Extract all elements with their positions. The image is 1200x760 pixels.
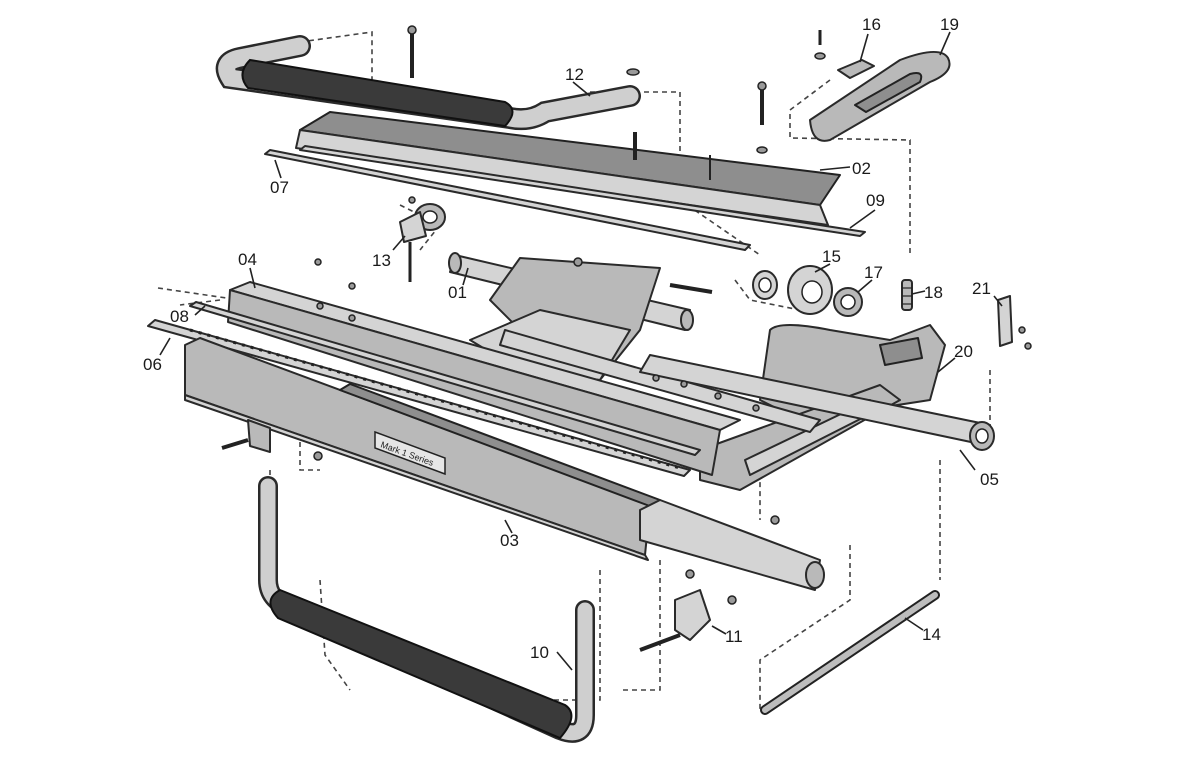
callout-21: 21 — [972, 279, 991, 298]
callout-10: 10 — [530, 643, 549, 662]
part-12-top-handle — [215, 35, 641, 131]
callout-19: 19 — [940, 15, 959, 34]
part-17-ring — [833, 287, 863, 317]
part-06-rack-strip — [147, 319, 691, 477]
callout-08: 08 — [170, 307, 189, 326]
callout-14: 14 — [922, 625, 941, 644]
callout-03: 03 — [500, 531, 519, 550]
part-08-strip — [189, 301, 701, 456]
callout-15: 15 — [822, 247, 841, 266]
callout-09: 09 — [866, 191, 885, 210]
part-14-rod — [760, 590, 940, 715]
callout-20: 20 — [954, 342, 973, 361]
part-18-spring — [901, 279, 913, 311]
callout-11: 11 — [725, 627, 743, 646]
part-13-clamp — [399, 196, 446, 282]
callout-05: 05 — [980, 470, 999, 489]
part-15-bushing — [752, 265, 833, 315]
callout-06: 06 — [143, 355, 162, 374]
assembly-guide-lines — [157, 31, 991, 710]
callout-04: 04 — [238, 250, 257, 269]
part-20-side-rail — [639, 499, 825, 591]
callout-07: 07 — [270, 178, 289, 197]
callout-16: 16 — [862, 15, 881, 34]
part-03-front-channel — [184, 337, 661, 561]
misc-fasteners — [221, 257, 780, 525]
part-05-rear-tube — [639, 354, 995, 451]
callout-18: 18 — [924, 283, 943, 302]
part-10-bottom-handle — [258, 476, 595, 743]
part-09-strip — [299, 145, 866, 237]
callout-leaders — [159, 31, 1003, 671]
part-21-bracket — [997, 295, 1032, 350]
part-19-lever-arm — [809, 51, 951, 142]
part-16-latch-plate — [837, 59, 875, 79]
callout-12: 12 — [565, 65, 584, 84]
part-02-top-channel — [295, 111, 841, 226]
part-11-small-bracket — [639, 569, 737, 652]
callout-labels: 01 02 03 04 05 06 07 08 09 10 11 12 13 1… — [143, 15, 999, 662]
callout-17: 17 — [864, 263, 883, 282]
callout-13: 13 — [372, 251, 391, 270]
callout-01: 01 — [448, 283, 467, 302]
callout-02: 02 — [852, 159, 871, 178]
part-07-strip — [264, 149, 751, 251]
top-bolts — [407, 25, 826, 160]
